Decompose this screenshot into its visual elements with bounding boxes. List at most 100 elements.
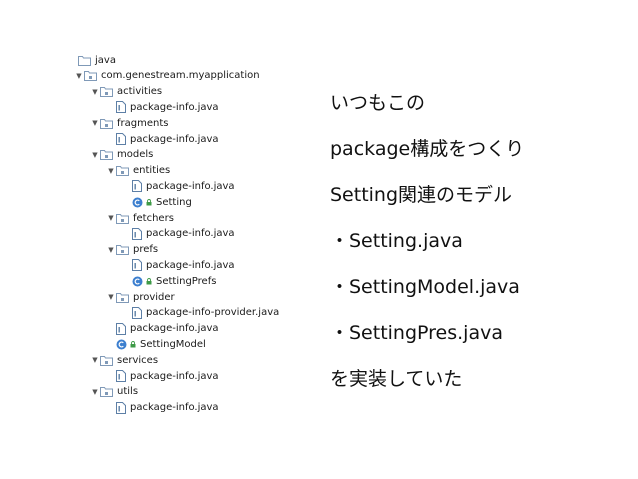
package-folder-icon — [100, 118, 113, 129]
package-folder-icon — [100, 355, 113, 366]
tree-item[interactable]: ▼activities — [90, 84, 162, 100]
tree-item-label: Setting — [156, 196, 192, 208]
java-file-icon — [116, 133, 126, 145]
tree-spacer — [122, 273, 132, 289]
tree-item[interactable]: package-info.java — [106, 99, 219, 115]
tree-fade — [74, 420, 310, 428]
note-line-5: ・SettingModel.java — [330, 276, 520, 298]
tree-item[interactable]: ▼ fragments — [90, 115, 168, 131]
expand-arrow-icon[interactable]: ▼ — [92, 356, 98, 365]
tree-item[interactable]: ▼ fetchers — [106, 210, 174, 226]
expand-arrow-icon[interactable]: ▼ — [92, 387, 98, 396]
note-line-6: ・SettingPres.java — [330, 322, 503, 344]
tree-item-label: package-info.java — [130, 133, 219, 145]
folder-icon — [78, 55, 91, 66]
tree-spacer — [106, 131, 116, 147]
tree-item-label: package-info.java — [130, 402, 219, 414]
tree-item-label: models — [117, 149, 154, 161]
tree-item[interactable]: package-info.java — [106, 400, 219, 416]
tree-spacer — [106, 400, 116, 416]
tree-item-label: package-info.java — [130, 370, 219, 382]
note-line-7: を実装していた — [330, 368, 463, 390]
tree-item[interactable]: java — [78, 52, 116, 68]
expand-arrow-icon[interactable]: ▼ — [108, 214, 114, 222]
tree-item-label: java — [95, 54, 116, 66]
tree-item-label: package-info-provider.java — [146, 307, 280, 319]
tree-item[interactable]: ▼ utils — [90, 384, 138, 400]
lock-icon — [130, 341, 136, 348]
lock-icon — [146, 198, 152, 206]
tree-spacer — [122, 305, 132, 321]
tree-item-label: com.genestream.myapplication — [101, 70, 260, 82]
expand-arrow-icon[interactable]: ▼ — [92, 119, 98, 128]
tree-item[interactable]: package-info.java — [122, 257, 235, 273]
tree-item[interactable]: package-info.java — [106, 131, 219, 147]
expand-arrow-icon[interactable]: ▼ — [108, 166, 114, 175]
tree-item-label: services — [117, 354, 159, 366]
tree-spacer — [106, 368, 116, 384]
tree-item[interactable]: package-info.java — [122, 178, 235, 194]
tree-item[interactable]: package-info.java — [106, 321, 219, 337]
tree-item[interactable]: ▼ models — [90, 147, 153, 163]
tree-spacer — [106, 321, 116, 337]
tree-spacer — [106, 336, 116, 352]
tree-spacer — [106, 99, 116, 115]
tree-item[interactable]: ▼ entities — [106, 163, 170, 179]
tree-item[interactable]: package-info.java — [122, 226, 235, 242]
note-line-2: package構成をつくり — [330, 138, 525, 160]
java-file-icon — [116, 101, 126, 114]
tree-item-label: package-info.java — [130, 323, 219, 335]
tree-item-label: fetchers — [133, 212, 174, 224]
tree-item[interactable]: Setting — [122, 194, 192, 210]
expand-arrow-icon[interactable]: ▼ — [76, 71, 82, 80]
tree-spacer — [122, 178, 132, 194]
tree-item[interactable]: SettingPrefs — [122, 273, 216, 289]
package-folder-icon — [116, 213, 129, 224]
tree-item[interactable]: package-info.java — [106, 368, 219, 384]
package-folder-icon — [116, 165, 129, 177]
tree-item-label: prefs — [133, 244, 159, 256]
tree-item[interactable]: ▼ com.genestream.myapplication — [74, 68, 260, 84]
tree-item[interactable]: ▼ provider — [106, 289, 175, 305]
tree-item-label: package-info.java — [146, 228, 235, 240]
tree-item-label: provider — [133, 291, 175, 303]
java-file-icon — [132, 180, 142, 193]
tree-item[interactable]: package-info-provider.java — [122, 305, 279, 321]
java-file-icon — [116, 322, 126, 335]
tree-item-label: package-info.java — [130, 101, 219, 113]
class-icon — [132, 197, 143, 208]
package-folder-icon — [84, 70, 97, 82]
tree-item[interactable]: SettingModel — [106, 336, 206, 352]
project-tree-panel: java▼com.genestream.myapplication▼activi… — [74, 52, 310, 428]
package-folder-icon — [100, 149, 113, 161]
tree-item-label: SettingModel — [140, 338, 206, 350]
class-icon — [116, 339, 127, 350]
java-file-icon — [116, 401, 126, 414]
note-line-3: Setting関連のモデル — [330, 184, 513, 206]
tree-spacer — [122, 226, 132, 242]
tree-item[interactable]: ▼ services — [90, 352, 158, 368]
java-file-icon — [116, 370, 126, 382]
tree-item-label: package-info.java — [146, 180, 235, 192]
tree-item-label: fragments — [117, 117, 169, 129]
tree-item-label: package-info.java — [146, 259, 235, 271]
tree-spacer — [122, 257, 132, 273]
expand-arrow-icon[interactable]: ▼ — [92, 87, 98, 96]
expand-arrow-icon[interactable]: ▼ — [108, 293, 114, 301]
tree-item-label: entities — [133, 165, 171, 177]
note-line-4: ・Setting.java — [330, 230, 463, 252]
java-file-icon — [132, 227, 142, 240]
package-folder-icon — [100, 386, 113, 398]
expand-arrow-icon[interactable]: ▼ — [92, 150, 98, 159]
note-line-1: いつもこの — [330, 92, 426, 114]
package-folder-icon — [116, 244, 129, 256]
tree-item[interactable]: ▼ prefs — [106, 242, 158, 258]
package-folder-icon — [116, 292, 129, 303]
lock-icon — [146, 277, 152, 285]
java-file-icon — [132, 306, 142, 319]
class-icon — [132, 276, 143, 287]
expand-arrow-icon[interactable]: ▼ — [108, 245, 114, 254]
tree-spacer — [122, 194, 132, 210]
package-folder-icon — [100, 86, 113, 98]
tree-item-label: utils — [117, 386, 139, 398]
